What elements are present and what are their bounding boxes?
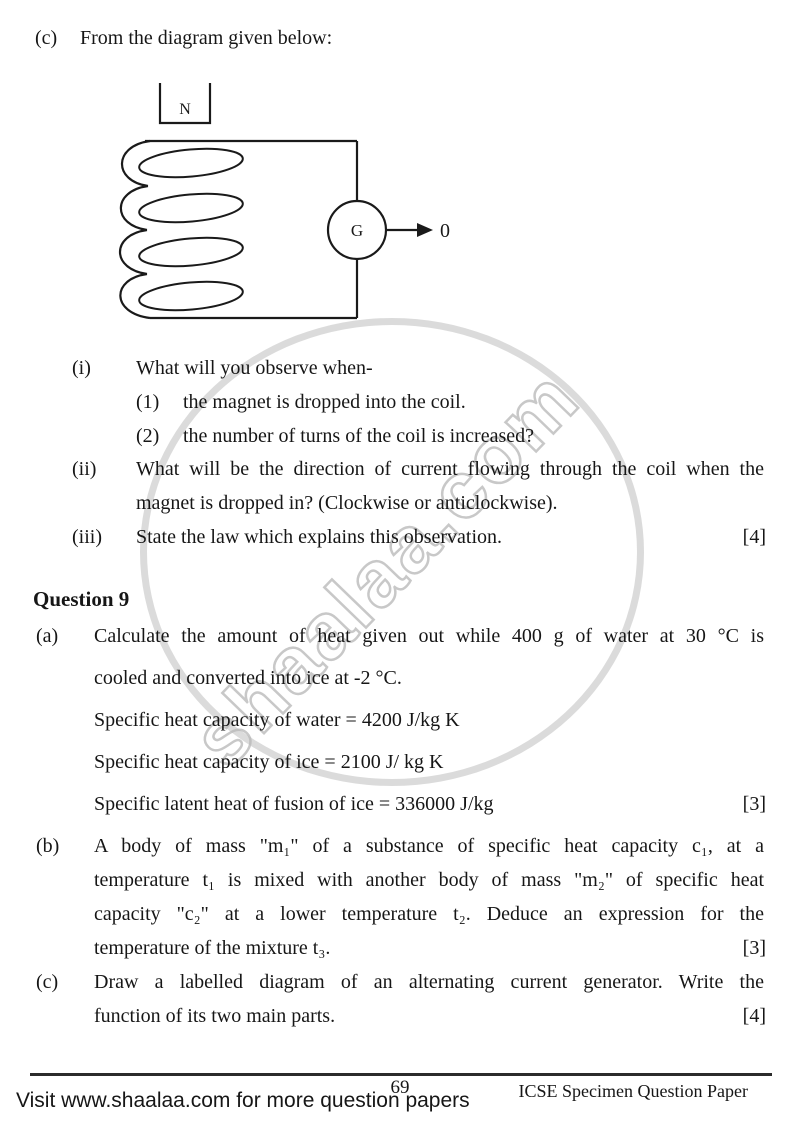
- q9a-marker: (a): [36, 625, 59, 647]
- q9a-line-3: Specific heat capacity of water = 4200 J…: [94, 709, 460, 731]
- coil-turn: [138, 147, 244, 179]
- item-1-text: the magnet is dropped into the coil.: [183, 391, 466, 413]
- q9b-line-3: capacity "c₂" at a lower temperature t₂.…: [94, 903, 764, 925]
- watermark-circle: [140, 318, 644, 786]
- q9a-marks: [3]: [742, 793, 766, 815]
- sub-i-item-2: (2) the number of turns of the coil is in…: [136, 423, 534, 449]
- item-2-text: the number of turns of the coil is incre…: [183, 425, 534, 447]
- item-2-marker: (2): [136, 425, 160, 447]
- sub-i-marker: (i): [72, 357, 91, 379]
- part-c-prompt: From the diagram given below:: [80, 27, 333, 49]
- galvanometer-label: G: [351, 221, 363, 240]
- q9b-line-1: A body of mass "m₁" of a substance of sp…: [94, 835, 764, 857]
- sub-ii-line-2: magnet is dropped in? (Clockwise or anti…: [136, 492, 558, 514]
- magnet-shape: [158, 83, 212, 125]
- coil-turn: [138, 280, 244, 312]
- pointer-arrowhead: [417, 223, 433, 237]
- q9c-marks: [4]: [742, 1005, 766, 1027]
- q9c-marker: (c): [36, 971, 59, 993]
- page-number: 69: [390, 1077, 410, 1098]
- q9b-line-2: temperature t₁ is mixed with another bod…: [94, 869, 764, 891]
- induction-circuit-diagram: N G 0: [119, 83, 450, 320]
- q9a-line-5: Specific latent heat of fusion of ice = …: [94, 793, 494, 815]
- q9a-line-2: cooled and converted into ice at -2 °C.: [94, 667, 402, 689]
- coil-turns: [138, 147, 244, 312]
- q9c-line-1: Draw a labelled diagram of an alternatin…: [94, 971, 764, 993]
- q9a-line-4: Specific heat capacity of ice = 2100 J/ …: [94, 751, 444, 773]
- sub-ii-marker: (ii): [72, 458, 97, 480]
- magnet-pole-label: N: [179, 101, 191, 118]
- q9b-marks: [3]: [742, 937, 766, 959]
- q9a-line-1: Calculate the amount of heat given out w…: [94, 625, 764, 647]
- pointer-zero-label: 0: [440, 220, 450, 242]
- footer-rule: [30, 1073, 772, 1076]
- coil-turn: [138, 236, 244, 268]
- q9b-line-4: temperature of the mixture t₃.: [94, 937, 331, 959]
- paper-title: ICSE Specimen Question Paper: [518, 1081, 748, 1101]
- q9b-marker: (b): [36, 835, 60, 857]
- sub-i-text: What will you observe when-: [136, 357, 373, 379]
- visit-shaalaa-link[interactable]: Visit www.shaalaa.com for more question …: [16, 1089, 470, 1112]
- sub-i-item-1: (1) the magnet is dropped into the coil.: [136, 389, 466, 415]
- question-9-title: Question 9: [33, 587, 130, 611]
- coil-turn: [138, 192, 244, 224]
- item-1-marker: (1): [136, 391, 160, 413]
- sub-iii-text: State the law which explains this observ…: [136, 526, 503, 548]
- sub-iii-marker: (iii): [72, 526, 102, 548]
- part-c-marker: (c): [35, 27, 58, 49]
- sub-ii-line-1: What will be the direction of current fl…: [136, 458, 764, 480]
- sub-iii-marks: [4]: [742, 526, 766, 548]
- q9c-line-2: function of its two main parts.: [94, 1005, 336, 1027]
- coil-spine: [119, 139, 151, 320]
